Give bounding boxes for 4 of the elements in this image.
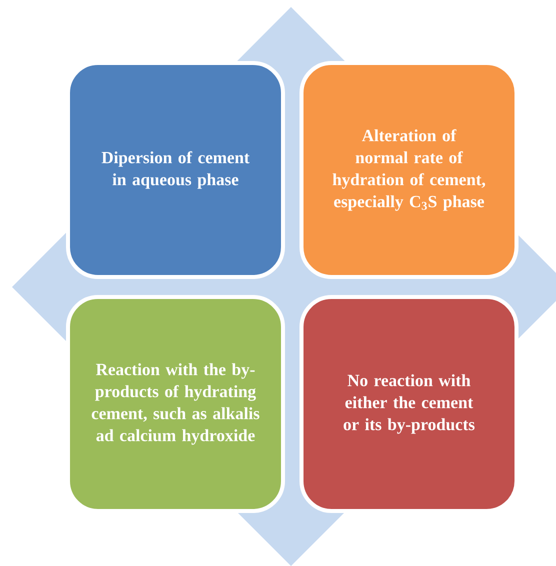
rounded-box: Reaction with the by-products of hydrating cement, such as alkalis ad calcium hydroxide [66,295,285,513]
rounded-box: No reaction with either the cement or its by-products [300,295,518,513]
rounded-box: Alteration of normal rate of hydration of cement, especially C$_{3}$S phase [300,61,518,279]
rounded-box: Dipersion of cement in aqueous phase [66,61,285,279]
